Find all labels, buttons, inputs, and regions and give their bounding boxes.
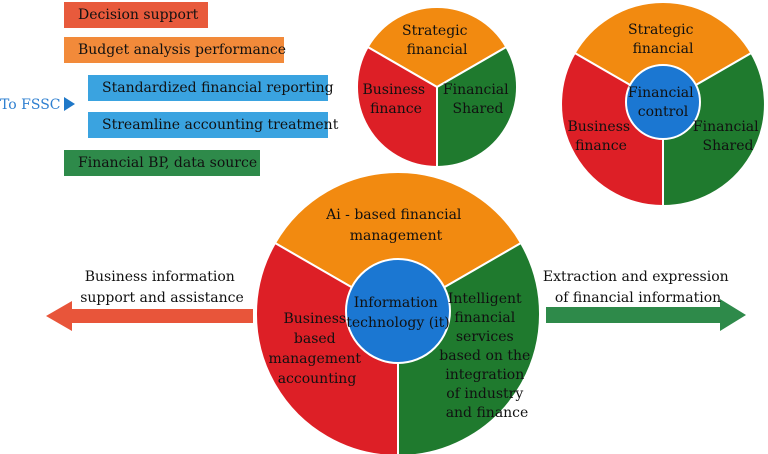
left-arrow-icon xyxy=(46,301,253,331)
pie-small-1-top-slice xyxy=(366,6,508,89)
pie-small-1: Strategic financial Business finance Fin… xyxy=(356,6,518,169)
to-fssc-arrow-icon xyxy=(64,97,75,111)
pie-large-center-label: Information technology (it) xyxy=(346,295,449,331)
pie-large-center-circle xyxy=(345,258,451,364)
decision-support-box: Decision support xyxy=(64,2,208,28)
standardized-reporting-box: Standardized financial reporting xyxy=(88,75,334,101)
pie-large-right-label: Intelligent financial services based on … xyxy=(439,291,534,421)
pie-small-2: Strategic financial Financial control Bu… xyxy=(560,1,766,208)
right-arrow-icon xyxy=(546,299,746,331)
pie-small-2-left-label: Business finance xyxy=(567,119,634,154)
financial-bp-box: Financial BP, data source xyxy=(64,150,260,176)
pie-small-1-left-label: Business finance xyxy=(362,82,429,117)
pie-small-1-right-label: Financial Shared xyxy=(443,82,513,117)
right-arrow-label: Extraction and expression of financial i… xyxy=(543,269,733,306)
pie-large: Ai - based financial management Informat… xyxy=(255,170,541,454)
streamline-accounting-box: Streamline accounting treatment xyxy=(88,112,338,138)
pie-small-2-top-label: Strategic financial xyxy=(628,22,698,57)
pie-small-1-top-label: Strategic financial xyxy=(402,23,472,58)
pie-small-1-left-slice xyxy=(356,45,438,169)
budget-analysis-box: Budget analysis performance xyxy=(64,37,286,63)
to-fssc-label: To FSSC xyxy=(0,97,61,113)
pie-small-2-right-label: Financial Shared xyxy=(693,119,763,154)
pie-small-2-center-circle xyxy=(625,64,701,140)
pie-small-2-top-slice xyxy=(573,1,753,106)
pie-small-1-right-slice xyxy=(436,45,518,169)
left-arrow-label: Business information support and assista… xyxy=(80,269,244,306)
pie-large-left-label: Business based management accounting xyxy=(269,311,366,387)
pie-large-top-label: Ai - based financial management xyxy=(325,207,466,244)
pie-small-2-center-label: Financial control xyxy=(628,85,698,120)
